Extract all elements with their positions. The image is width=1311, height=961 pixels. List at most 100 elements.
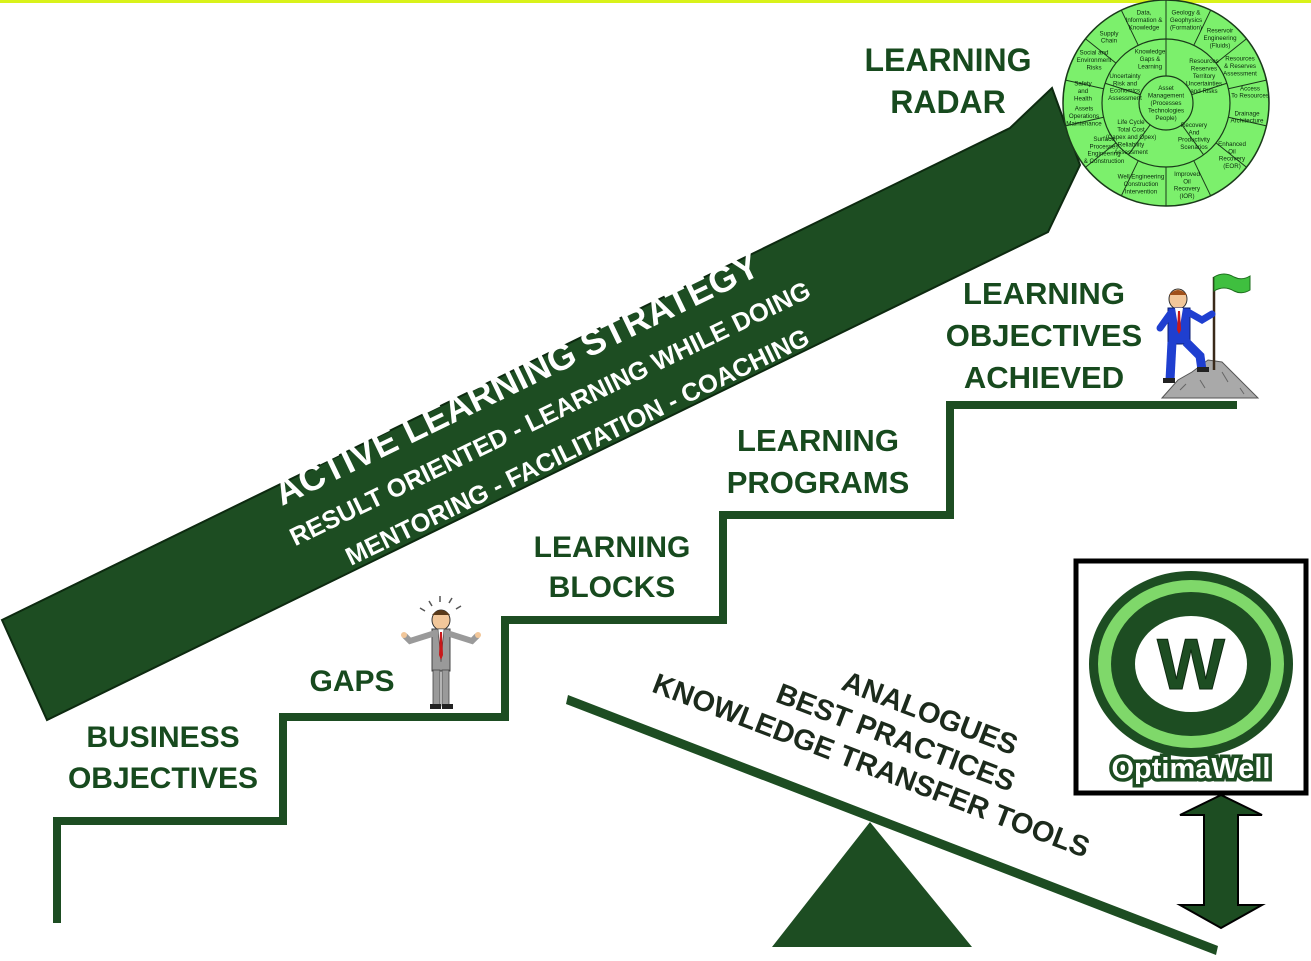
radar-inner-spoke: [1181, 124, 1205, 156]
radar-center-label-line: Technologies: [1148, 107, 1184, 114]
radar-outer-spoke: [1085, 142, 1117, 168]
radar-outer-spoke: [1193, 9, 1212, 46]
radar-inner-sector-label-line: Learning: [1138, 63, 1163, 70]
radar-outer-spoke: [1215, 38, 1247, 64]
radar-outer-sector-label-line: Oil: [1183, 178, 1191, 185]
radar-outer-sector-label-line: Safety: [1074, 81, 1092, 88]
radar-inner-sector-label-line: Life Cycle: [1117, 119, 1145, 126]
radar-outer-sector-label-line: Assessment: [1223, 70, 1257, 77]
radar-inner-spoke: [1127, 124, 1151, 156]
radar-outer-sector-label-line: & Construction: [1084, 158, 1125, 165]
radar-outer-spoke: [1065, 79, 1104, 90]
optimawell-logo: W OptimaWell: [1073, 558, 1309, 796]
seesaw-plank: [566, 695, 1218, 955]
staircase: [53, 401, 1237, 923]
radar-outer-sector-label-line: & Reserves: [1224, 63, 1256, 70]
radar-outer-sector-label-line: To Resources: [1231, 93, 1269, 100]
radar-outer-sector-label-line: Environment: [1077, 57, 1112, 64]
arrow-shape: [0, 86, 1082, 722]
radar-outer-sector-label-line: Access: [1240, 85, 1260, 92]
radar-inner-sector-label-line: Resources: [1189, 58, 1219, 65]
radar-inner-sector-label-line: Reserves: [1191, 66, 1217, 73]
radar-outer-spoke: [1193, 160, 1212, 197]
radar-outer-sector-label-line: Data,: [1137, 10, 1152, 17]
strategy-arrow: ACTIVE LEARNING STRATEGY RESULT ORIENTED…: [0, 86, 1082, 722]
objectives-achieved-label-2: OBJECTIVES: [946, 318, 1142, 353]
radar-outer-sector-label-line: Engineering: [1203, 35, 1237, 42]
radar-inner-sector-label-line: Assessment: [1108, 95, 1142, 102]
radar-outer-spoke: [1065, 116, 1104, 127]
learning-blocks-label-2: BLOCKS: [549, 571, 676, 604]
radar-inner-sector-label-line: And: [1188, 129, 1200, 136]
learning-radar-title-2: RADAR: [890, 84, 1006, 120]
radar-outer-spoke: [1120, 9, 1139, 46]
radar-outer-sector-label-line: Processes: [1090, 143, 1119, 150]
radar-inner-spoke: [1104, 82, 1141, 96]
radar-outer-sector-label-line: Construction: [1124, 181, 1159, 188]
radar-inner-sector-label-line: Risk and: [1113, 80, 1138, 87]
radar-outer-sector-label-line: Improved: [1174, 171, 1200, 178]
radar-inner-sector-label-line: Assessment: [1114, 149, 1148, 156]
business-objectives-label-1: BUSINESS: [86, 721, 239, 754]
radar-outer-sector-label-line: Oil: [1228, 148, 1236, 155]
double-arrow-icon: [1176, 793, 1266, 930]
radar-outer-sector-label-line: Engineering: [1087, 151, 1121, 158]
business-objectives-label-2: OBJECTIVES: [68, 762, 258, 795]
radar-outer-sector-label-line: Geology &: [1172, 10, 1202, 17]
radar-inner-sector-label-line: Reliability: [1118, 141, 1145, 148]
radar-outer-sector-label-line: Knowledge: [1129, 24, 1160, 31]
man-with-flag-icon: [1156, 273, 1260, 399]
logo-core: [1135, 616, 1247, 712]
radar-outer-sector-label-line: Well Engineering: [1118, 174, 1165, 181]
objectives-achieved-label-3: ACHIEVED: [964, 360, 1124, 395]
radar-outer-sector-label: Geology &Geophysics(Formation): [1170, 10, 1202, 32]
radar-inner-sector-label-line: and Risks: [1190, 88, 1217, 95]
radar-center-label-line: People): [1155, 115, 1176, 122]
radar-inner-sector-label-line: Uncertainty: [1109, 73, 1141, 80]
radar-inner-sector-label-line: Economics: [1110, 88, 1140, 95]
radar-outer-sector-label-line: Resources: [1225, 56, 1255, 63]
radar-inner-sector-label-line: Territory: [1193, 73, 1216, 80]
confused-man-icon: [401, 596, 481, 709]
radar-outer-sector-label-line: Maintenance: [1066, 120, 1102, 127]
radar-outer-spoke: [1215, 142, 1247, 168]
radar-outer-sector-label-line: Intervention: [1125, 188, 1158, 195]
learning-blocks-label-1: LEARNING: [534, 531, 691, 564]
radar-outer-spoke: [1120, 160, 1139, 197]
radar-outer-sector-label-line: Enhanced: [1218, 141, 1246, 148]
radar-outer-sector-label-line: (Formation): [1170, 24, 1202, 31]
seesaw-fulcrum: [772, 822, 972, 947]
radar-outer-sector-label-line: (Fluids): [1210, 42, 1231, 49]
radar-outer-spoke: [1228, 116, 1267, 127]
banner-line-2: RESULT ORIENTED - LEARNING WHILE DOING: [286, 276, 816, 551]
top-border: [0, 0, 1311, 3]
radar-outer-sector-label-line: Drainage: [1234, 110, 1260, 117]
radar-outer-sector-label-line: Operations: [1069, 113, 1099, 120]
radar-center-label-line: (Processes: [1151, 100, 1182, 107]
radar-center-label-line: Asset: [1158, 85, 1174, 92]
radar-inner-sector-label-line: Knowledge: [1135, 49, 1166, 56]
radar-inner-sector-label-line: Productivity: [1178, 137, 1211, 144]
radar-outer-sector-label-line: Supply: [1100, 30, 1120, 37]
gaps-label: GAPS: [309, 665, 394, 698]
learning-radar-title-1: LEARNING: [864, 42, 1031, 78]
radar-spokes: [1065, 0, 1267, 206]
objectives-achieved-label-1: LEARNING: [963, 276, 1125, 311]
radar-outer-sector-label-line: Geophysics: [1170, 17, 1202, 24]
